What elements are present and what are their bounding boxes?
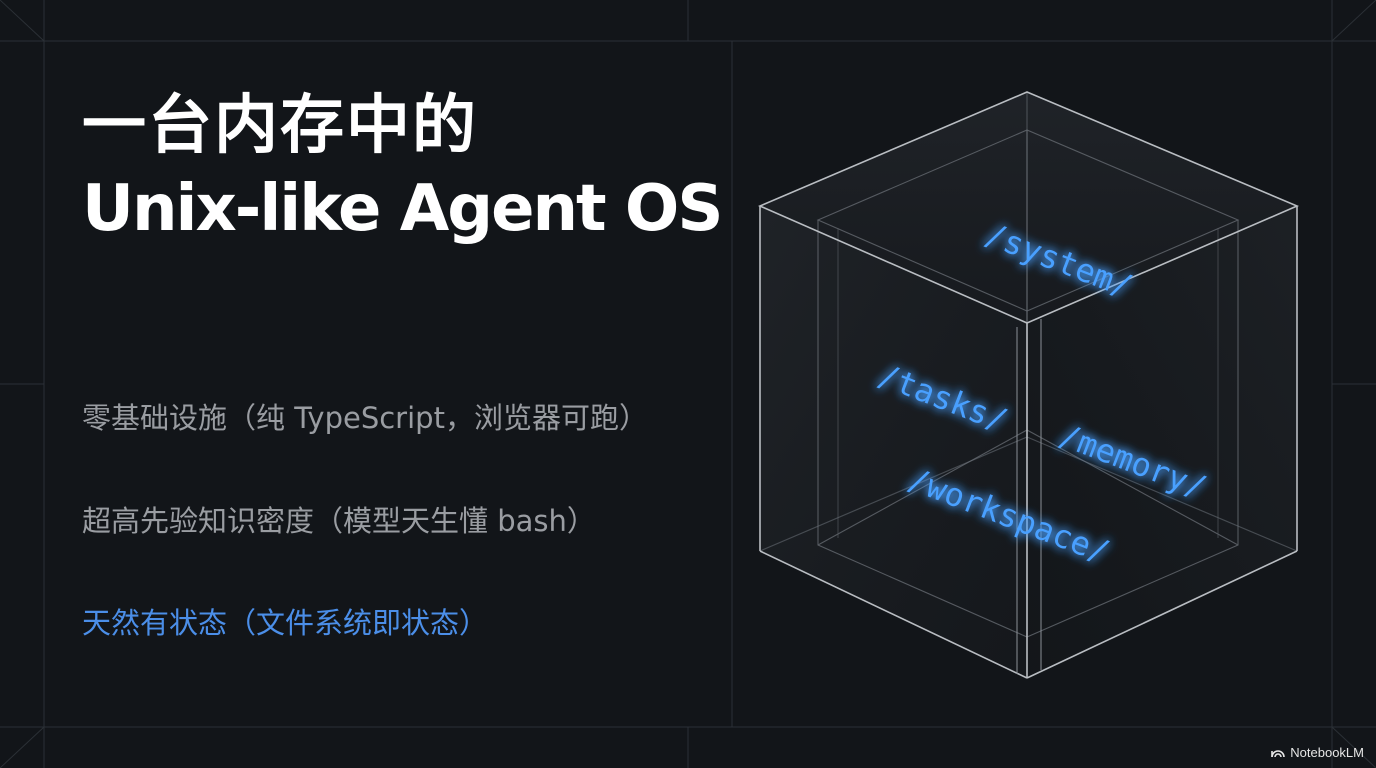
watermark-label: NotebookLM	[1290, 745, 1364, 760]
slide-title: 一台内存中的 Unix-like Agent OS	[82, 88, 723, 248]
cube-outer-frame	[757, 91, 1300, 679]
bullet-stateful: 天然有状态（文件系统即状态）	[82, 606, 489, 640]
cube-face-left	[760, 206, 1027, 678]
bullet-zero-infrastructure: 零基础设施（纯 TypeScript，浏览器可跑）	[82, 401, 648, 435]
notebooklm-watermark: NotebookLM	[1271, 745, 1364, 760]
cube-face-right	[1027, 206, 1297, 678]
bullet-prior-knowledge: 超高先验知识密度（模型天生懂 bash）	[82, 504, 596, 538]
title-line-1: 一台内存中的	[82, 89, 478, 163]
notebooklm-icon	[1271, 750, 1286, 758]
title-line-2: Unix-like Agent OS	[82, 171, 723, 246]
